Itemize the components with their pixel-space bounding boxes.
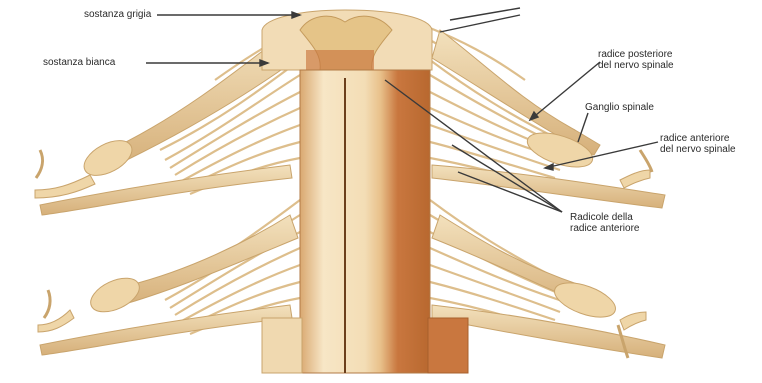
label-white-matter: sostanza bianca [43,57,115,68]
label-posterior-root-line1: radice posteriore [598,49,674,60]
spinal-cord-body [262,70,468,373]
label-posterior-root: radice posteriore del nervo spinale [598,49,674,71]
label-anterior-root-line1: radice anteriore [660,133,736,144]
label-gray-matter: sostanza grigia [84,9,151,20]
label-anterior-root: radice anteriore del nervo spinale [660,133,736,155]
leader-top-1 [450,8,520,20]
label-rootlets-line2: radice anteriore [570,223,639,234]
label-posterior-root-line2: del nervo spinale [598,60,674,71]
left-lower-ganglion [86,271,145,318]
label-anterior-root-line2: del nervo spinale [660,144,736,155]
label-ganglion: Ganglio spinale [585,102,654,113]
label-rootlets: Radicole della radice anteriore [570,212,639,234]
leader-top-2 [440,15,520,32]
label-rootlets-line1: Radicole della [570,212,639,223]
